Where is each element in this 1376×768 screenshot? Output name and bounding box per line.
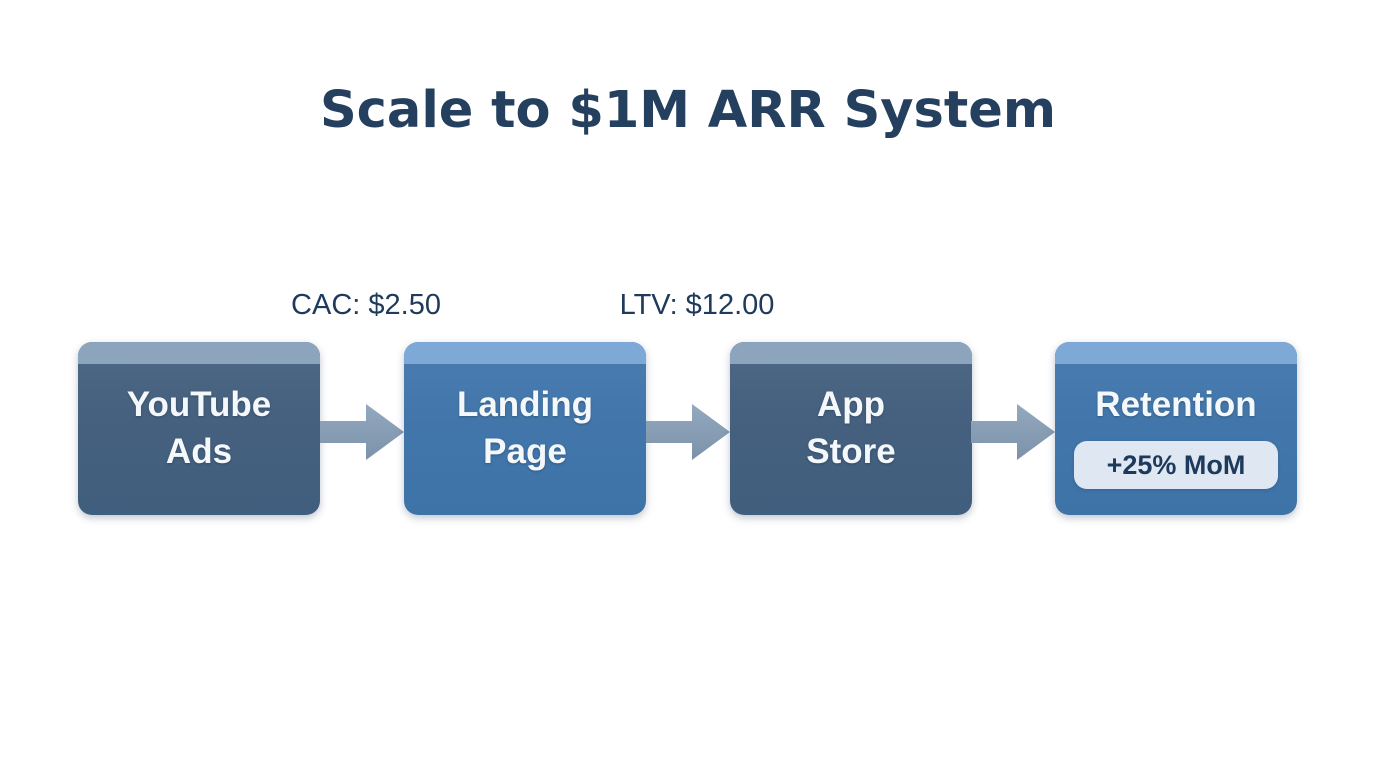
metric-cac-label: CAC: $2.50: [291, 289, 441, 321]
flow-step-label-line2: Store: [806, 431, 896, 471]
arrow-shape: [646, 404, 730, 460]
flow-arrow-icon: [971, 404, 1055, 460]
flow-step-app-store: App Store: [730, 342, 972, 515]
flow-step-label-line2: Ads: [165, 431, 233, 471]
box-top-highlight: [404, 342, 646, 364]
flow-arrow-icon: [320, 404, 404, 460]
flow-arrow-icon: [646, 404, 730, 460]
arrow-shape: [971, 404, 1055, 460]
flow-step-label: Landing Page: [457, 382, 593, 474]
box-top-highlight: [1055, 342, 1297, 364]
flow-step-label: App Store: [806, 382, 895, 474]
flow-step-landing-page: Landing Page: [404, 342, 646, 515]
box-top-highlight: [78, 342, 320, 364]
metric-ltv-label: LTV: $12.00: [619, 289, 775, 321]
retention-growth-badge: +25% MoM: [1074, 441, 1278, 490]
page-title: Scale to $1M ARR System: [319, 80, 1057, 140]
flow-step-label-line1: App: [816, 385, 886, 425]
right-arrow-icon: [320, 404, 404, 460]
flow-step-label: Retention: [1095, 382, 1256, 428]
flow-step-youtube-ads: YouTube Ads: [78, 342, 320, 515]
flow-step-retention: Retention +25% MoM: [1055, 342, 1297, 515]
flow-step-label-line2: Page: [483, 431, 567, 471]
right-arrow-icon: [646, 404, 730, 460]
flow-step-label-line1: YouTube: [126, 385, 272, 425]
box-top-highlight: [730, 342, 972, 364]
flow-step-label: YouTube Ads: [127, 382, 272, 474]
arrow-shape: [320, 404, 404, 460]
flow-step-label-line1: Retention: [1095, 384, 1257, 424]
right-arrow-icon: [971, 404, 1055, 460]
flow-step-label-line1: Landing: [456, 385, 594, 425]
